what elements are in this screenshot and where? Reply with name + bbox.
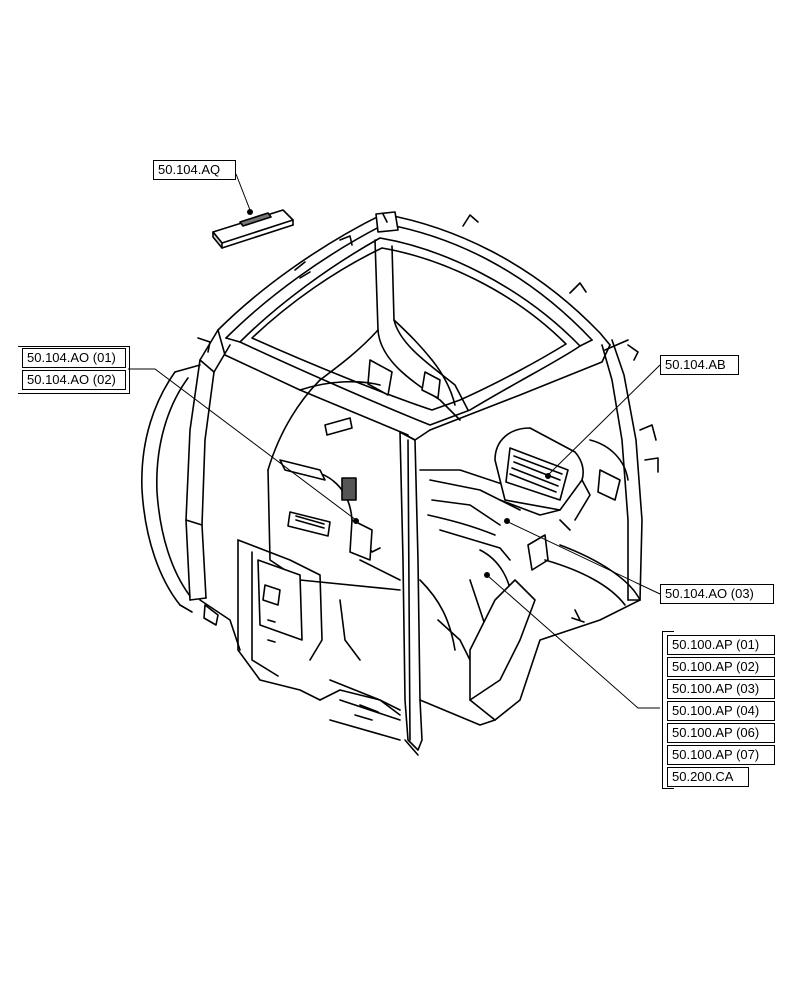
left-pillar <box>141 329 231 613</box>
left-fender <box>199 539 496 741</box>
callout-50-104-ao-03[interactable]: 50.104.AO (03) <box>660 584 774 604</box>
roof-frame <box>217 211 611 436</box>
callout-50-100-ap-04[interactable]: 50.100.AP (04) <box>667 701 775 721</box>
right-fender <box>469 439 641 721</box>
callout-group-bracket-ao <box>18 346 130 394</box>
rear-post <box>267 239 469 471</box>
callout-50-100-ap-02[interactable]: 50.100.AP (02) <box>667 657 775 677</box>
callout-50-100-ap-07[interactable]: 50.100.AP (07) <box>667 745 775 765</box>
callout-50-100-ap-03[interactable]: 50.100.AP (03) <box>667 679 775 699</box>
right-pillar <box>601 339 659 601</box>
leader-lines <box>128 173 661 709</box>
callout-50-104-aq[interactable]: 50.104.AQ <box>153 160 236 180</box>
callout-50-104-ao-01[interactable]: 50.104.AO (01) <box>22 348 126 368</box>
front-left-post <box>399 429 431 756</box>
callout-group-bracket-ap <box>662 631 674 789</box>
interior <box>267 380 561 711</box>
callout-50-104-ao-02[interactable]: 50.104.AO (02) <box>22 370 126 390</box>
callout-50-100-ap-01[interactable]: 50.100.AP (01) <box>667 635 775 655</box>
filter-part <box>212 209 294 249</box>
callout-50-100-ap-06[interactable]: 50.100.AP (06) <box>667 723 775 743</box>
callout-50-200-ca[interactable]: 50.200.CA <box>667 767 749 787</box>
blower-housing <box>494 427 591 521</box>
callout-50-104-ab[interactable]: 50.104.AB <box>660 355 739 375</box>
